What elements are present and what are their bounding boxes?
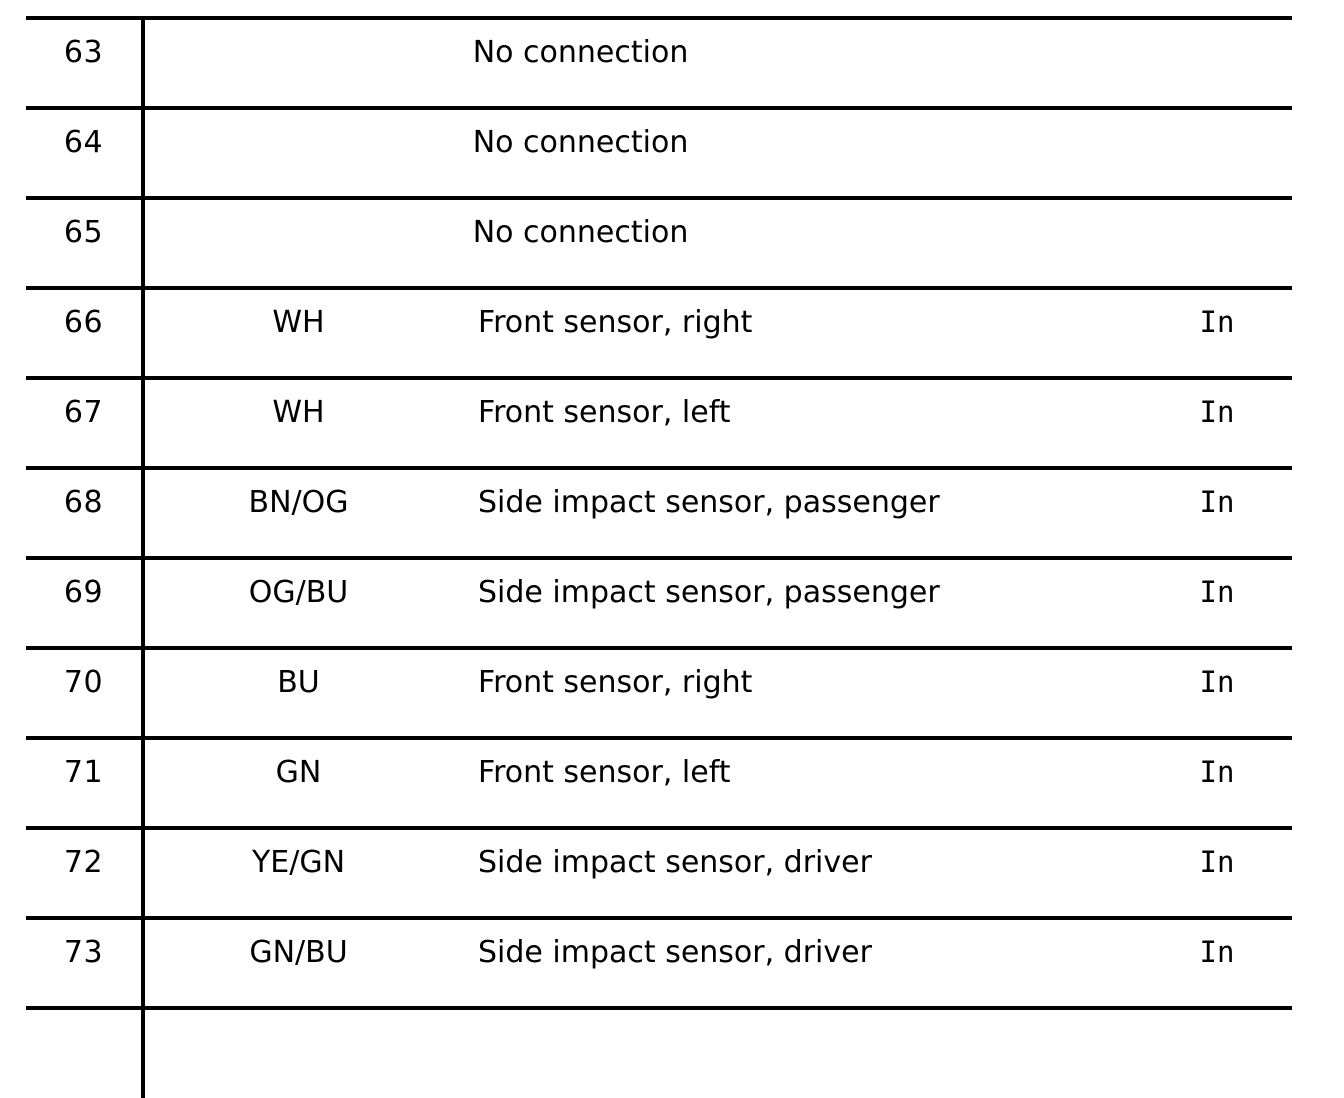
pin-number-cell: 63: [26, 16, 145, 108]
description-cell: Side impact sensor, driver: [452, 826, 1142, 918]
signal-direction: In: [1199, 935, 1235, 969]
wire-color-code: YE/GN: [251, 845, 346, 880]
table-row: 73 GN/BU Side impact sensor, driver In: [26, 916, 1293, 1008]
signal-direction-cell: In: [1142, 826, 1293, 918]
description-text: Side impact sensor, driver: [478, 935, 872, 970]
description-cell: Front sensor, right: [452, 286, 1142, 378]
signal-direction-cell: In: [1142, 466, 1293, 558]
table-row: 63 No connection: [26, 16, 1293, 108]
signal-direction: In: [1199, 665, 1235, 699]
table-row: 71 GN Front sensor, left In: [26, 736, 1293, 828]
wire-color-cell: WH: [143, 286, 452, 378]
description-text: Side impact sensor, passenger: [478, 485, 940, 520]
signal-direction: In: [1199, 485, 1235, 519]
description-text: Front sensor, right: [478, 305, 753, 340]
signal-direction: In: [1199, 755, 1235, 789]
pin-number-cell: 67: [26, 376, 145, 468]
wire-color-cell: WH: [143, 376, 452, 468]
signal-direction-cell: In: [1142, 556, 1293, 648]
wire-color-code: OG/BU: [248, 575, 349, 610]
table-bottom-rule: [26, 1006, 1293, 1098]
pin-number: 72: [63, 845, 104, 880]
description-cell: Front sensor, right: [452, 646, 1142, 738]
description-text: Front sensor, left: [478, 395, 731, 430]
signal-direction: In: [1199, 575, 1235, 609]
description-text: Front sensor, left: [478, 755, 731, 790]
wire-color-code: BN/OG: [248, 485, 349, 520]
table-body: 63 No connection 64 No connection 65 No conne…: [26, 16, 1293, 1098]
pin-number: 69: [63, 575, 104, 610]
pin-number-cell: 73: [26, 916, 145, 1008]
pin-number-cell: 71: [26, 736, 145, 828]
description-cell: Front sensor, left: [452, 376, 1142, 468]
description-cell: Side impact sensor, driver: [452, 916, 1142, 1008]
description-cell: Side impact sensor, passenger: [452, 556, 1142, 648]
pin-number-cell: 64: [26, 106, 145, 198]
pin-number-cell: 70: [26, 646, 145, 738]
pin-assignment-table: 63 No connection 64 No connection 65 No conne…: [26, 16, 1293, 1098]
signal-direction: In: [1199, 395, 1235, 429]
table-row: 70 BU Front sensor, right In: [26, 646, 1293, 738]
description-text: Front sensor, right: [478, 665, 753, 700]
table-row: 64 No connection: [26, 106, 1293, 198]
description-text: Side impact sensor, driver: [478, 845, 872, 880]
description-cell: Front sensor, left: [452, 736, 1142, 828]
wire-color-cell: YE/GN: [143, 826, 452, 918]
pin-number: 70: [63, 665, 104, 700]
description-text: Side impact sensor, passenger: [478, 575, 940, 610]
wire-color-code: GN/BU: [249, 935, 348, 970]
table-row: 69 OG/BU Side impact sensor, passenger In: [26, 556, 1293, 648]
signal-direction-cell: In: [1142, 916, 1293, 1008]
signal-direction-cell: In: [1142, 286, 1293, 378]
no-connection-cell: No connection: [143, 16, 1293, 108]
wire-color-code: WH: [272, 395, 325, 430]
description-cell: Side impact sensor, passenger: [452, 466, 1142, 558]
signal-direction-cell: In: [1142, 646, 1293, 738]
signal-direction-cell: In: [1142, 376, 1293, 468]
pin-number: 67: [63, 395, 104, 430]
table-row: 65 No connection: [26, 196, 1293, 288]
wire-color-cell: GN/BU: [143, 916, 452, 1008]
pin-number: 63: [63, 35, 104, 70]
no-connection-label: No connection: [472, 35, 689, 70]
signal-direction: In: [1199, 845, 1235, 879]
table-row: 66 WH Front sensor, right In: [26, 286, 1293, 378]
wire-color-cell: BN/OG: [143, 466, 452, 558]
wire-color-cell: GN: [143, 736, 452, 828]
pin-number: 71: [63, 755, 104, 790]
wire-color-code: BU: [277, 665, 320, 700]
pin-number-cell: 68: [26, 466, 145, 558]
table-row: 68 BN/OG Side impact sensor, passenger In: [26, 466, 1293, 558]
pin-number-cell: 72: [26, 826, 145, 918]
pin-number: 68: [63, 485, 104, 520]
pin-number: 66: [63, 305, 104, 340]
document-page: 63 No connection 64 No connection 65 No conne…: [26, 16, 1293, 1098]
pin-number: 73: [63, 935, 104, 970]
table-row: 72 YE/GN Side impact sensor, driver In: [26, 826, 1293, 918]
no-connection-cell: No connection: [143, 106, 1293, 198]
wire-color-cell: OG/BU: [143, 556, 452, 648]
pin-number: 65: [63, 215, 104, 250]
no-connection-label: No connection: [472, 125, 689, 160]
pin-number: 64: [63, 125, 104, 160]
wire-color-cell: BU: [143, 646, 452, 738]
pin-number-cell: 69: [26, 556, 145, 648]
signal-direction: In: [1199, 305, 1235, 339]
no-connection-cell: No connection: [143, 196, 1293, 288]
pin-number-cell: 65: [26, 196, 145, 288]
no-connection-label: No connection: [472, 215, 689, 250]
table-bottom-rule-segment: [143, 1006, 1293, 1098]
wire-color-code: WH: [272, 305, 325, 340]
signal-direction-cell: In: [1142, 736, 1293, 828]
pin-number-cell: 66: [26, 286, 145, 378]
wire-color-code: GN: [275, 755, 322, 790]
table-row: 67 WH Front sensor, left In: [26, 376, 1293, 468]
table-bottom-rule-pin-segment: [26, 1006, 145, 1098]
